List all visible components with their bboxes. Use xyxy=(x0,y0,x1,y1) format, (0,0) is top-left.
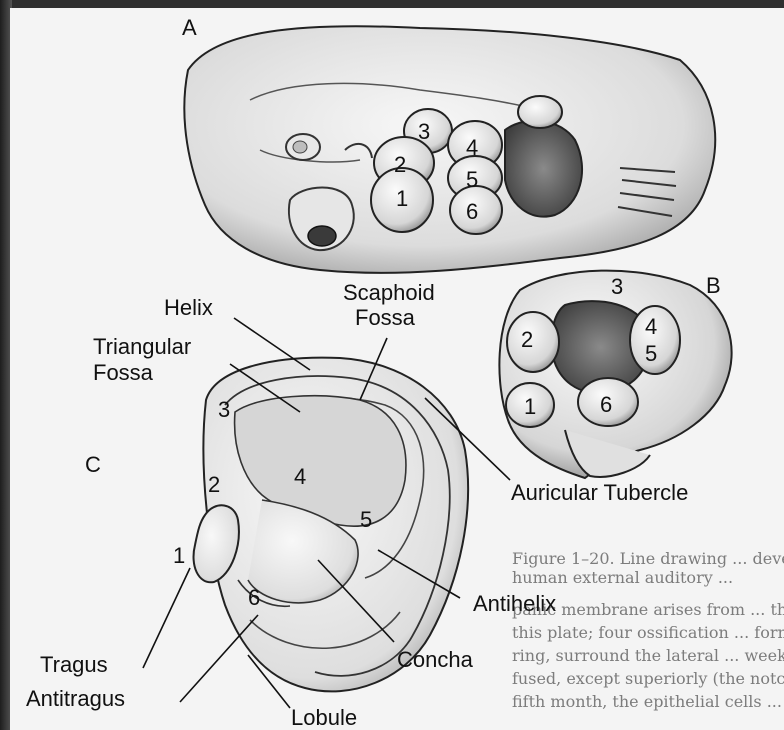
figure-caption-line-1: Figure 1–20. Line drawing ... developmen… xyxy=(512,549,784,568)
label-tragus: Tragus xyxy=(40,652,108,677)
hillock-b-label-3: 3 xyxy=(611,274,623,299)
label-scaphoid-line-2: Fossa xyxy=(355,305,416,330)
panel-c-letter: C xyxy=(85,452,101,477)
embryo-eye-inner xyxy=(293,141,307,153)
hillock-b-label-4: 4 xyxy=(645,314,657,339)
panel-b-letter: B xyxy=(706,273,721,298)
pharyngeal-cleft xyxy=(505,121,582,217)
hillock-b-label-2: 2 xyxy=(521,327,533,352)
paragraph-line-3: ring, surround the lateral ... weeks hav… xyxy=(512,646,784,665)
auricle-label-4: 4 xyxy=(294,464,306,489)
label-scaphoid-line-1: Scaphoid xyxy=(343,280,435,305)
hillock-b-label-1: 1 xyxy=(524,394,536,419)
label-triangular-line-1: Triangular xyxy=(93,334,191,359)
label-lobule: Lobule xyxy=(291,705,357,730)
embryo-mouth xyxy=(308,226,336,246)
label-triangular-line-2: Fossa xyxy=(93,360,154,385)
label-antihelix: Antihelix xyxy=(473,591,556,616)
label-auricular-tubercle: Auricular Tubercle xyxy=(511,480,688,505)
hillock-a-label-4: 4 xyxy=(466,135,478,160)
hillock-b-label-5: 5 xyxy=(645,341,657,366)
arch-swelling xyxy=(518,96,562,128)
hillock-a-label-1: 1 xyxy=(396,186,408,211)
label-concha: Concha xyxy=(397,647,474,672)
hillock-b-label-6: 6 xyxy=(600,392,612,417)
figure-caption-line-2: human external auditory ... xyxy=(512,568,733,587)
paragraph-line-2: this plate; four ossification ... form t… xyxy=(512,623,784,642)
auricle-label-1: 1 xyxy=(173,543,185,568)
hillock-a-label-2: 2 xyxy=(394,152,406,177)
auricle-label-2: 2 xyxy=(208,472,220,497)
paragraph-line-4: fused, except superiorly (the notch of R… xyxy=(512,669,784,688)
hillock-a-label-6: 6 xyxy=(466,199,478,224)
auricle-label-5: 5 xyxy=(360,507,372,532)
panel-a-letter: A xyxy=(182,15,197,40)
auricle-label-3: 3 xyxy=(218,397,230,422)
label-helix: Helix xyxy=(164,295,213,320)
auricle-label-6: 6 xyxy=(248,585,260,610)
paragraph-line-5: fifth month, the epithelial cells ... fi… xyxy=(512,692,784,711)
panel-a-embryo-head: A 3 2 1 4 5 6 xyxy=(182,15,715,273)
label-antitragus: Antitragus xyxy=(26,686,125,711)
hillock-a-label-3: 3 xyxy=(418,119,430,144)
hillock-a-label-5: 5 xyxy=(466,167,478,192)
